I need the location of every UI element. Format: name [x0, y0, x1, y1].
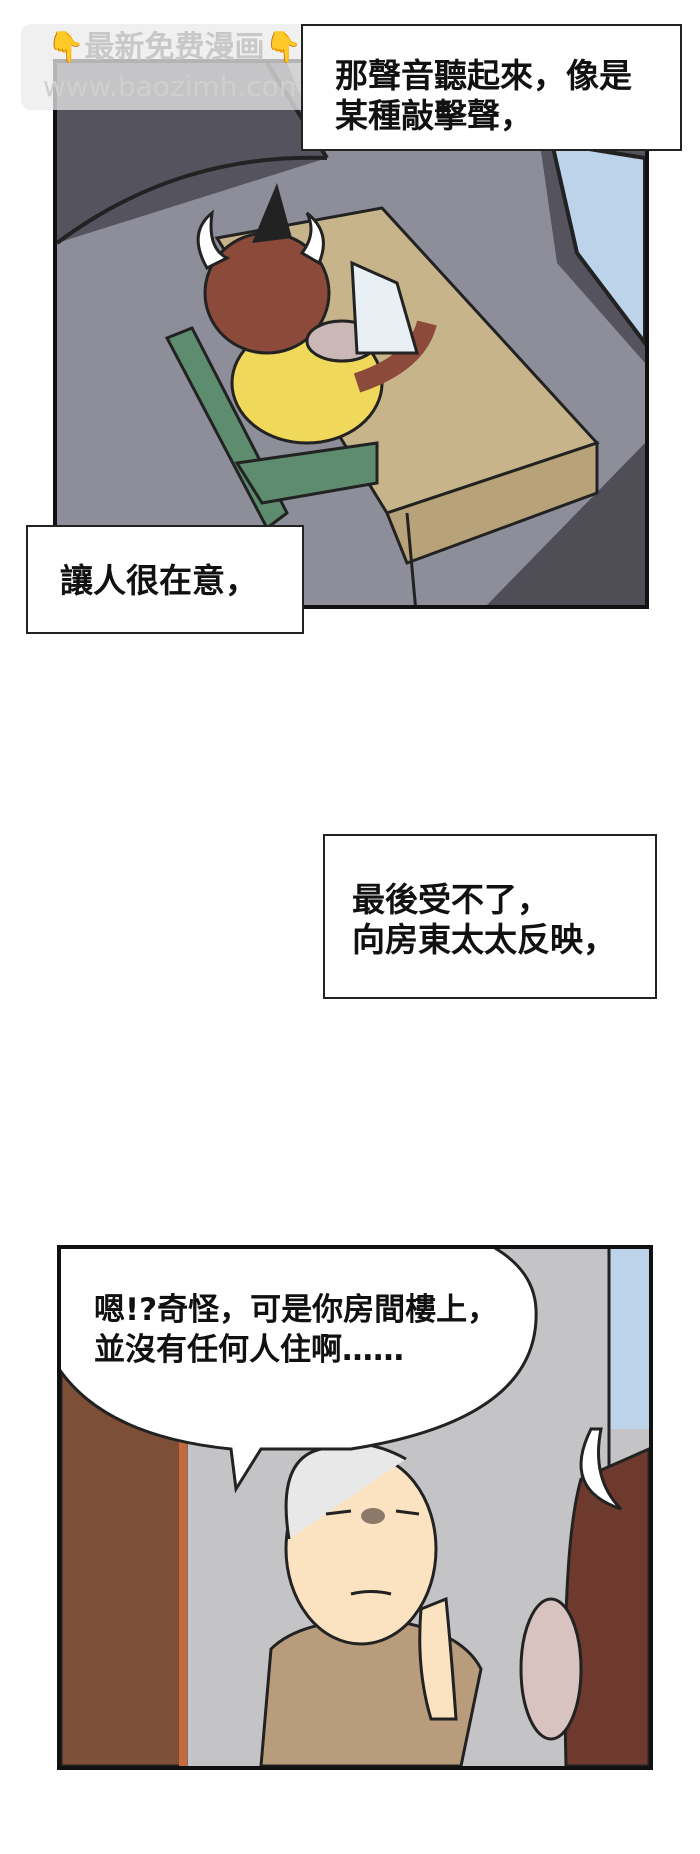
watermark-title: 最新免费漫画 — [84, 30, 265, 65]
caption-line: 某種敲擊聲， — [335, 96, 533, 135]
caption-box-sound: 那聲音聽起來，像是 某種敲擊聲， — [301, 24, 682, 151]
speech-line: 並沒有任何人住啊…… — [94, 1332, 404, 1368]
caption-line: 讓人很在意， — [60, 561, 258, 600]
caption-line: 那聲音聽起來，像是 — [335, 56, 632, 95]
pointing-down-hand-icon: 👇 — [47, 30, 85, 65]
speech-bubble — [61, 1249, 538, 1494]
panel-landlady — [57, 1245, 653, 1770]
caption-box-complain: 最後受不了， 向房東太太反映， — [323, 834, 657, 999]
caption-line: 最後受不了， — [352, 880, 550, 919]
illustration-bull-reading-at-desk — [57, 63, 645, 605]
pointing-down-hand-icon: 👇 — [264, 30, 302, 65]
watermark: 👇最新免费漫画👇 www.baozimh.com — [21, 24, 328, 110]
watermark-url: www.baozimh.com — [42, 70, 307, 103]
speech-line: 嗯!?奇怪，可是你房間樓上， — [94, 1292, 499, 1328]
caption-box-bothered: 讓人很在意， — [26, 525, 304, 634]
caption-line: 向房東太太反映， — [352, 920, 616, 959]
speech-bubble-text: 嗯!?奇怪，可是你房間樓上， 並沒有任何人住啊…… — [94, 1290, 498, 1370]
